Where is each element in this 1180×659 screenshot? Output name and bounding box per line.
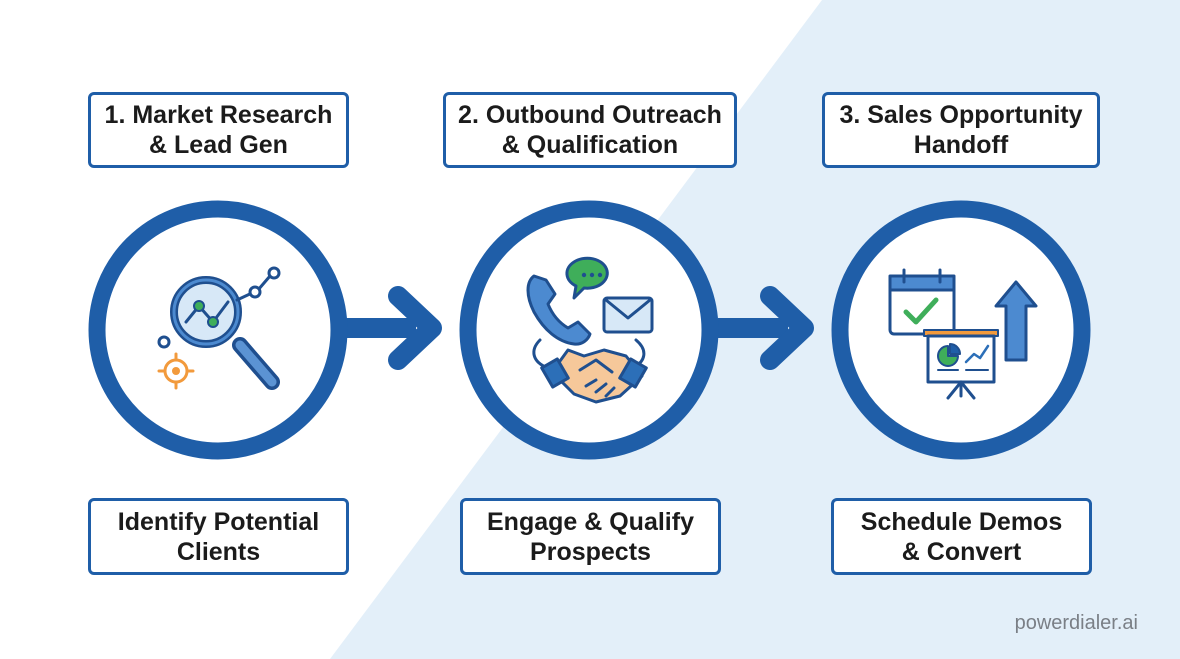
step-3-title: 3. Sales Opportunity Handoff	[822, 92, 1100, 168]
step-2-circle	[459, 200, 719, 460]
step-1-title: 1. Market Research & Lead Gen	[88, 92, 349, 168]
step-2-desc-line-1: Engage & Qualify	[487, 507, 694, 536]
step-2-title: 2. Outbound Outreach & Qualification	[443, 92, 737, 168]
magnifier-chart-icon	[157, 266, 281, 390]
step-2-title-line-2: & Qualification	[501, 131, 679, 159]
step-3-description: Schedule Demos & Convert	[831, 498, 1092, 575]
step-3-desc-line-2: & Convert	[901, 537, 1022, 566]
step-2-description: Engage & Qualify Prospects	[460, 498, 721, 575]
phone-chat-handshake-icon	[526, 256, 654, 404]
step-1-desc-line-1: Identify Potential	[117, 507, 320, 536]
step-1-title-line-1: 1. Market Research	[104, 101, 333, 129]
watermark: powerdialer.ai	[1014, 612, 1138, 634]
calendar-presentation-arrow-icon	[888, 268, 1038, 400]
step-3-title-line-2: Handoff	[913, 131, 1009, 159]
step-3-desc-line-1: Schedule Demos	[860, 507, 1063, 536]
arrow-1-to-2	[346, 286, 442, 370]
step-3-title-line-1: 3. Sales Opportunity	[839, 101, 1083, 129]
step-2-desc-line-2: Prospects	[530, 537, 651, 566]
step-2-title-line-1: 2. Outbound Outreach	[458, 101, 722, 129]
step-1-title-line-2: & Lead Gen	[149, 131, 288, 159]
arrow-2-to-3	[718, 286, 814, 370]
step-1-desc-line-2: Clients	[176, 537, 261, 566]
step-1-description: Identify Potential Clients	[88, 498, 349, 575]
